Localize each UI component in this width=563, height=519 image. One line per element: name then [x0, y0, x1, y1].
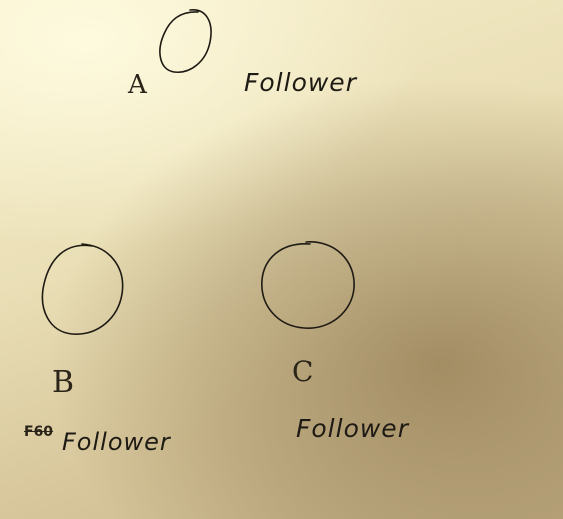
node-a-letter: A [128, 70, 147, 100]
node-b-state-label: Follower [62, 428, 171, 456]
node-a-state-label: Follower [244, 68, 357, 97]
node-c-state-label: Follower [296, 414, 409, 443]
node-c-circle [261, 241, 355, 329]
node-b-struck-prefix: F60 [24, 424, 54, 440]
node-b-circle [41, 243, 124, 335]
node-c-letter: C [292, 355, 314, 388]
node-a-circle [159, 9, 212, 73]
node-b-letter: B [52, 365, 75, 400]
